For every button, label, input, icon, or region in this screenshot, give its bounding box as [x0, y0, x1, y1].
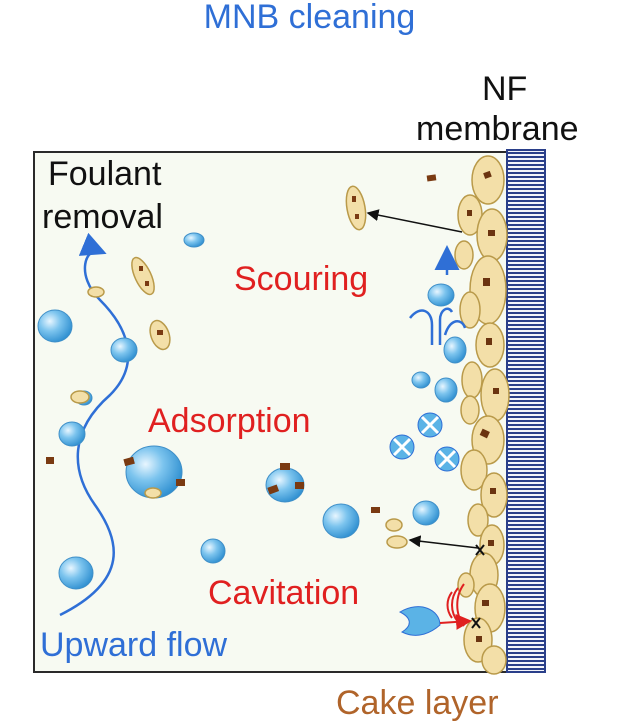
- adsorption-label: Adsorption: [148, 402, 311, 440]
- upward-flow-label: Upward flow: [40, 626, 228, 664]
- cake-layer-label: Cake layer: [336, 684, 499, 722]
- cavitation-label: Cavitation: [208, 574, 360, 612]
- foulant-particles: [46, 174, 437, 513]
- cake-layer: [454, 155, 510, 675]
- membrane-label-nf: NF: [482, 70, 528, 108]
- detach-arrow-lower: [408, 535, 479, 549]
- solution-region: [33, 151, 509, 673]
- foulant-removal-label-line2: removal: [42, 198, 163, 236]
- page-title: MNB cleaning: [203, 0, 416, 36]
- collapsing-bubbles: [389, 412, 460, 472]
- upward-flow-arrow: [59, 232, 130, 617]
- detach-arrow-upper: [366, 209, 463, 233]
- nf-membrane: [506, 149, 546, 673]
- scouring-label: Scouring: [234, 260, 369, 298]
- membrane-label-membrane: membrane: [416, 110, 579, 148]
- scouring-jet-icon: [409, 245, 467, 345]
- foulant-removal-label-line1: Foulant: [48, 155, 162, 193]
- cake-particles: [467, 170, 499, 642]
- foulant-clusters: [70, 185, 408, 549]
- microbubbles: [37, 232, 467, 590]
- cavitation-icon: [398, 544, 485, 636]
